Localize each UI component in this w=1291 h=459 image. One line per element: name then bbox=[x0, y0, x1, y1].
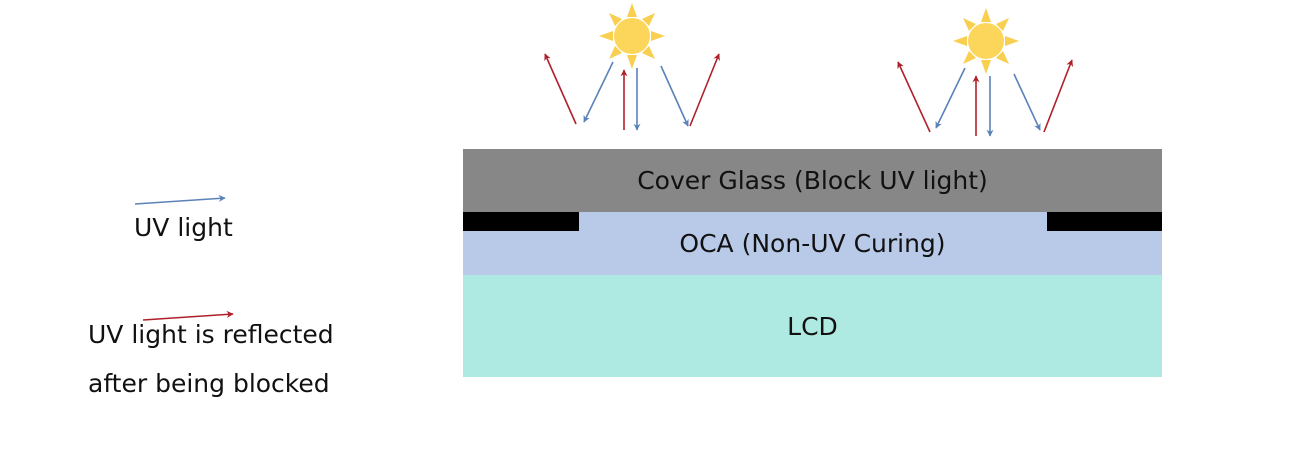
uv-ray bbox=[935, 67, 966, 129]
lcd-label: LCD bbox=[787, 311, 838, 341]
black-mask-left bbox=[463, 212, 579, 231]
uv-ray bbox=[583, 61, 614, 123]
reflected-ray bbox=[897, 61, 931, 133]
uv-ray bbox=[660, 65, 689, 127]
cover-glass-layer: Cover Glass (Block UV light) bbox=[463, 149, 1162, 212]
sun-icon bbox=[953, 8, 1019, 74]
legend-reflected-arrow bbox=[142, 310, 234, 321]
lcd-layer: LCD bbox=[463, 275, 1162, 377]
legend-reflected-label-line2: after being blocked bbox=[88, 369, 330, 398]
reflected-ray bbox=[544, 53, 577, 125]
oca-label: OCA (Non-UV Curing) bbox=[679, 229, 946, 258]
oca-layer: OCA (Non-UV Curing) bbox=[463, 212, 1162, 275]
black-mask-right bbox=[1047, 212, 1162, 231]
uv-ray bbox=[1013, 73, 1041, 131]
sun-icon bbox=[599, 3, 665, 69]
legend-reflected-label-line1: UV light is reflected bbox=[88, 320, 334, 349]
cover-glass-label: Cover Glass (Block UV light) bbox=[637, 166, 988, 195]
reflected-ray bbox=[1043, 59, 1073, 133]
legend-uv-light-label: UV light bbox=[134, 213, 233, 242]
reflected-ray bbox=[689, 53, 720, 127]
legend-uv-arrow bbox=[134, 194, 226, 205]
